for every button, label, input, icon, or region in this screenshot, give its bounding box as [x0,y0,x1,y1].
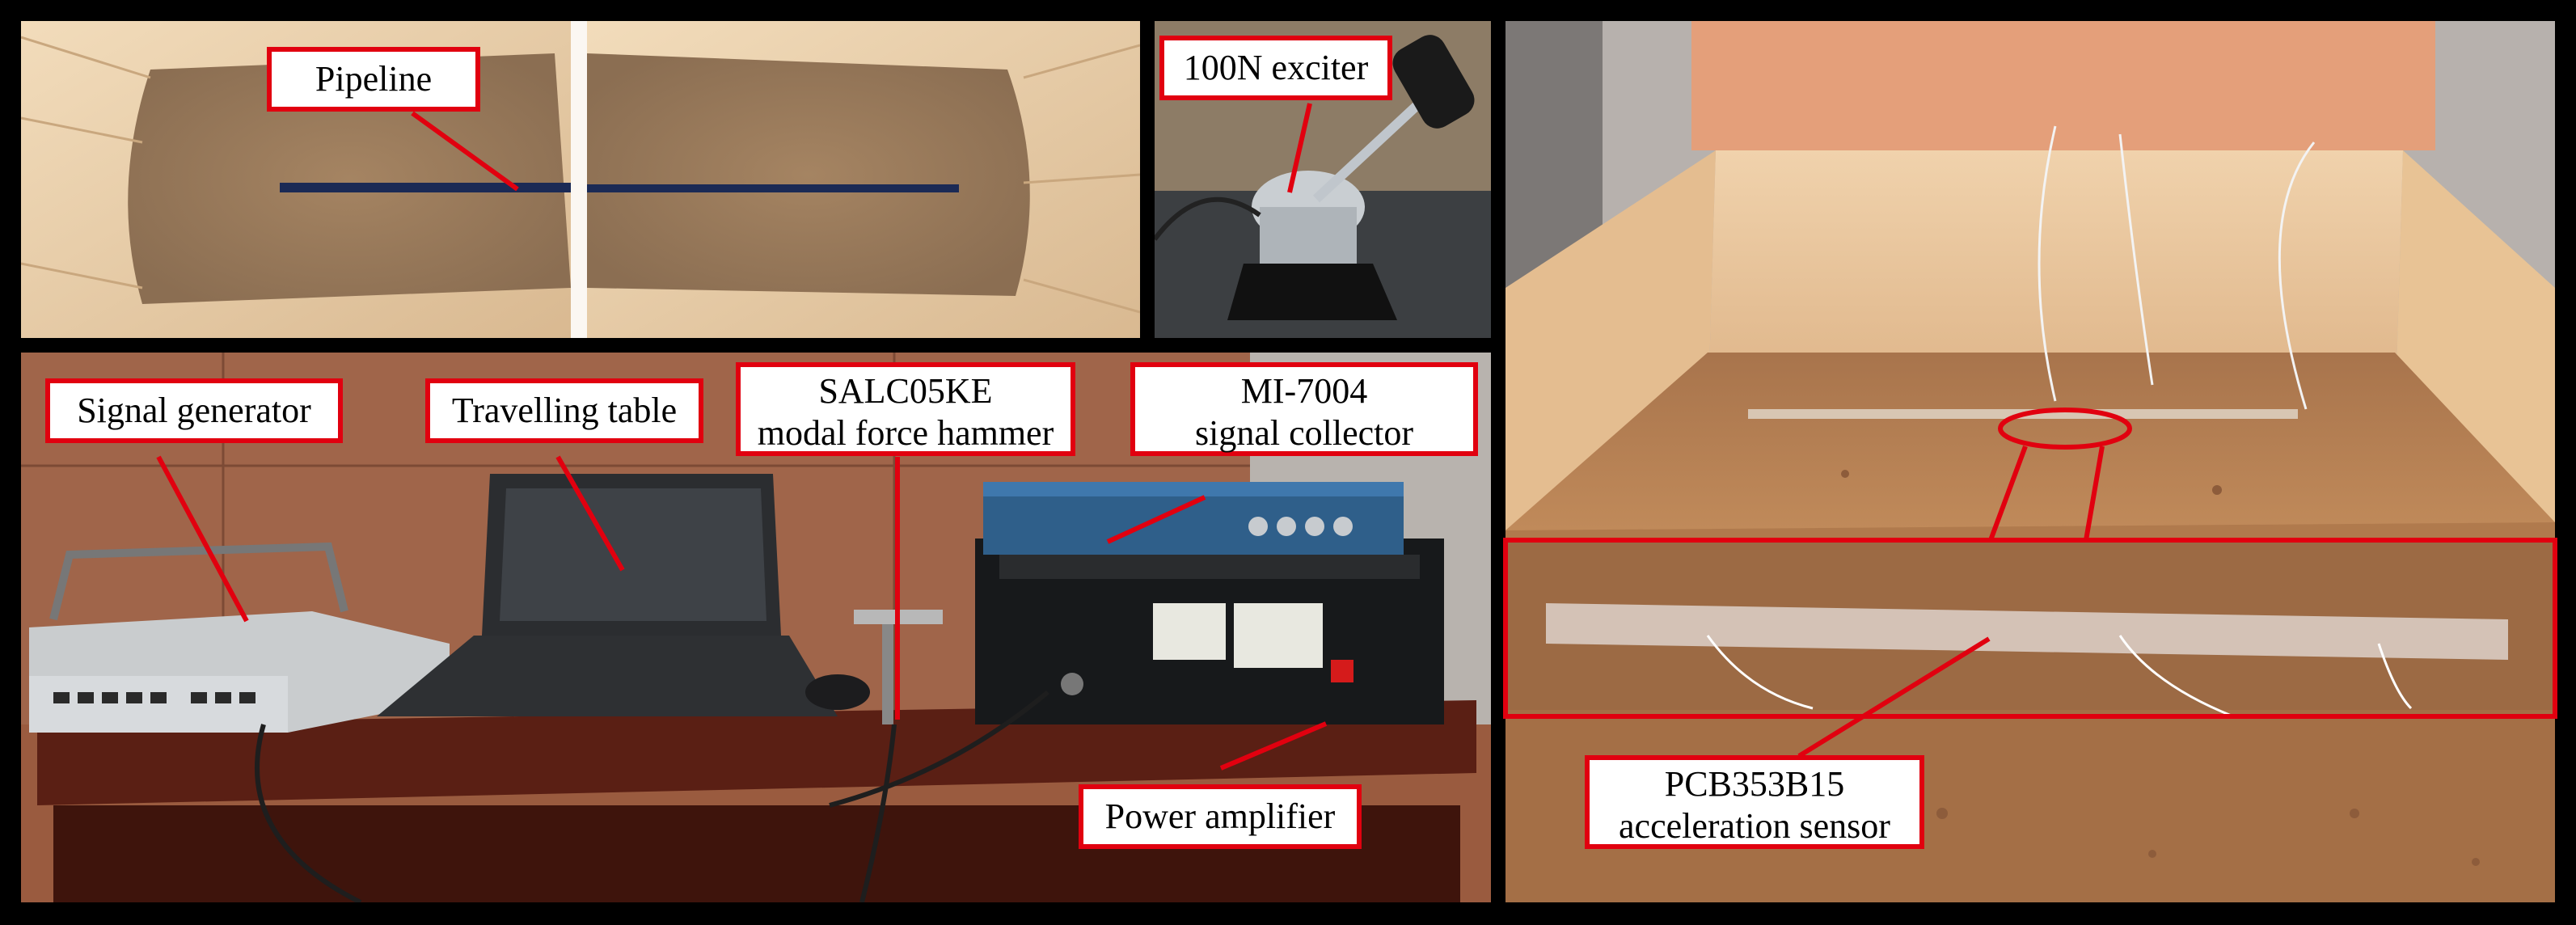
sensor-label: PCB353B15 acceleration sensor [1585,755,1924,849]
travelling-table-label: Travelling table [425,378,703,443]
hammer-label-line1: SALC05KE [818,371,993,411]
sensor-label-line2: acceleration sensor [1619,806,1890,846]
sensor-label-line1: PCB353B15 [1664,764,1845,804]
collector-label-line1: MI-7004 [1240,371,1368,411]
exciter-label: 100N exciter [1159,36,1392,100]
signal-generator-label: Signal generator [45,378,343,443]
hammer-label-line2: modal force hammer [757,413,1054,453]
power-amplifier-label: Power amplifier [1079,784,1362,849]
pipeline-photo [21,21,1140,338]
pipeline-label: Pipeline [267,47,480,112]
collector-label-line2: signal collector [1194,413,1413,453]
hammer-label: SALC05KE modal force hammer [736,362,1075,456]
collector-label: MI-7004 signal collector [1130,362,1478,456]
pipeline-photo-panel [21,21,1140,338]
